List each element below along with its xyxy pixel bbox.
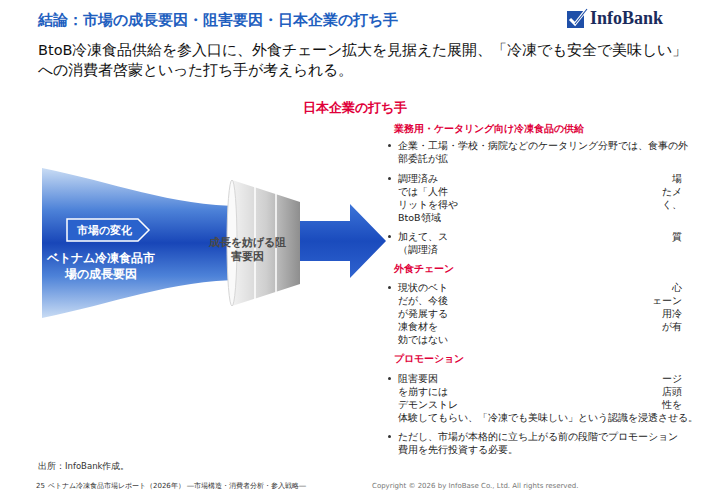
footer-title: ベトナム冷凍食品市場レポート（2026年） ―市場構造・消費者分析・参入戦略―: [48, 481, 306, 491]
page-number: 25: [36, 481, 45, 491]
bullet-text: たメ: [662, 185, 682, 198]
bullet-text: 店頭: [662, 385, 682, 398]
bullet-text: 体験してもらい、「冷凍でも美味しい」という認識を浸透させる。: [398, 411, 698, 424]
bullet-text: BtoB領域: [398, 211, 441, 224]
bullet-text: 心: [672, 281, 682, 294]
bullet-text: 凍食材を: [398, 320, 438, 333]
bullet-dot: [388, 377, 391, 380]
bullet-text: 阻害要因: [398, 372, 438, 385]
bullet-text: 部委託が拡: [398, 152, 448, 165]
bullet-dot: [388, 435, 391, 438]
bullet-dot: [388, 144, 391, 147]
barrier-funnel: 成長を妨げる阻害要因: [200, 180, 300, 306]
bullet-text: 企業・工場・学校・病院などのケータリング分野では、食事の外: [398, 139, 688, 152]
bullet-text: が有: [662, 320, 682, 333]
bullet-text: ェーン: [652, 294, 682, 307]
bullet-text: だが、今後: [398, 294, 448, 307]
section-heading: プロモーション: [394, 352, 464, 365]
bullet-dot: [388, 177, 391, 180]
bullet-text: く、: [662, 198, 682, 211]
bullet-text: ージ: [662, 372, 682, 385]
slide-title: 結論：市場の成長要因・阻害要因・日本企業の打ち手: [38, 10, 398, 30]
bullet-text: ただし、市場が本格的に立ち上がる前の段階でプロモーション費用を先行投資する必要。: [398, 430, 678, 456]
bullet-text: 調理済み: [398, 172, 438, 185]
bullet-text: 用冷: [662, 307, 682, 320]
section-heading: 外食チェーン: [394, 262, 454, 275]
logo-text: InfoBank: [590, 7, 663, 29]
bullet-text: 現状のベト: [398, 281, 448, 294]
copyright: Copyright © 2026 by InfoBase Co., Ltd. A…: [372, 481, 579, 491]
logo-mark: [566, 8, 588, 30]
node-label: ベトナム冷凍食品市場の成長要因: [42, 250, 160, 282]
bullet-dot: [388, 235, 391, 238]
bullet-text: 性を: [662, 398, 682, 411]
change-arrow: 市場の変化: [66, 218, 150, 242]
node-label: 成長を妨げる阻害要因: [204, 236, 290, 264]
node-label: 市場の変化: [68, 223, 140, 237]
bullet-text: 質: [672, 230, 682, 243]
source-note: 出所：InfoBank作成。: [38, 460, 129, 473]
bullet-text: 効ではない: [398, 333, 448, 346]
bullet-text: を崩すには: [398, 385, 448, 398]
subtitle: BtoB冷凍食品供給を参入口に、外食チェーン拡大を見据えた展開、「冷凍でも安全で…: [38, 40, 688, 80]
bullet-text: 場: [672, 172, 682, 185]
bullet-text: （調理済: [398, 243, 438, 256]
bullet-text: 加えて、ス: [398, 230, 448, 243]
panel-heading: 日本企業の打ち手: [303, 100, 407, 116]
bullet-text: では「人件: [398, 185, 448, 198]
bullet-text: が発展する: [398, 307, 448, 320]
bullet-text: リットを得や: [398, 198, 458, 211]
bullet-dot: [388, 286, 391, 289]
section-heading: 業務用・ケータリング向け冷凍食品の供給: [394, 122, 584, 135]
bullet-text: デモンストレ: [398, 398, 458, 411]
